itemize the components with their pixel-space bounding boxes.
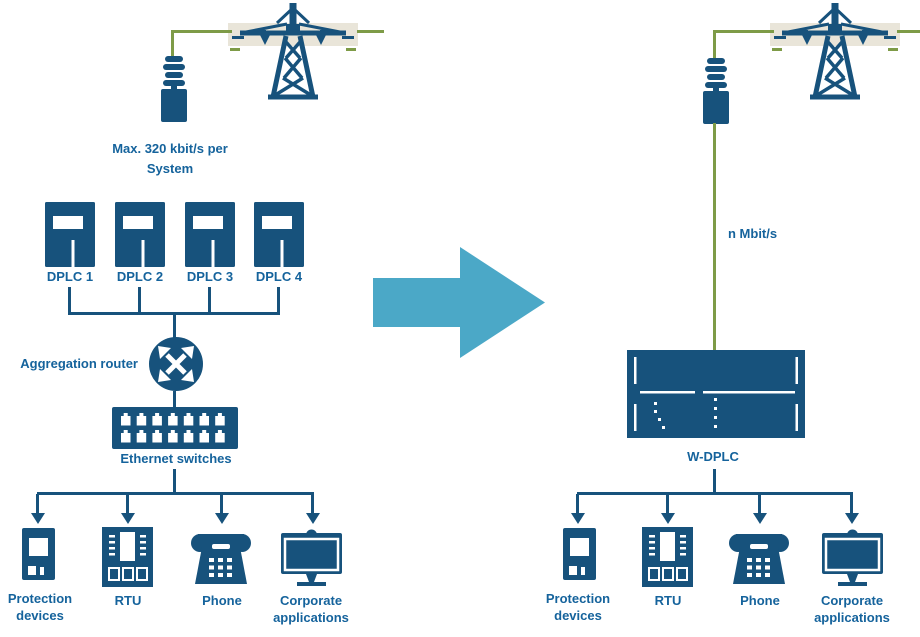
dplc-4-cabinet-icon — [254, 202, 304, 267]
dplc-3-connector — [208, 287, 211, 313]
down-arrow-icon — [661, 513, 675, 524]
down-arrow-icon — [306, 513, 320, 524]
dplc-4-connector — [277, 287, 280, 313]
power-line-right-horizontal — [714, 30, 774, 33]
down-arrow-icon — [215, 513, 229, 524]
rtu-icon — [642, 527, 693, 587]
down-arrow-icon — [753, 513, 767, 524]
wdplc-label: W-DPLC — [687, 449, 739, 464]
phone-label: Phone — [202, 593, 242, 608]
power-line-right-stub — [897, 30, 920, 33]
phone-label: Phone — [740, 593, 780, 608]
dplc-2-connector — [138, 287, 141, 313]
monitor-icon — [281, 529, 342, 587]
down-arrow-line — [666, 494, 669, 514]
power-line-left-stub — [357, 30, 384, 33]
switch-to-distribution-connector — [173, 469, 176, 493]
transmission-tower-right-icon — [770, 0, 900, 105]
bandwidth-label-right: n Mbit/s — [728, 226, 778, 241]
transmission-tower-left-icon — [228, 0, 358, 105]
corporate-applications-label: Corporate applications — [814, 593, 890, 625]
down-arrow-icon — [571, 513, 585, 524]
coupling-capacitor-left-icon — [161, 56, 187, 122]
protection-relay-icon — [563, 528, 596, 580]
rtu-label: RTU — [114, 593, 142, 608]
rtu-icon — [102, 527, 153, 587]
phone-icon — [190, 531, 252, 584]
power-line-left-horizontal — [172, 30, 232, 33]
router-to-switch-connector — [173, 391, 176, 408]
protection-devices-label: Protection devices — [545, 591, 611, 623]
protection-devices-label: Protection devices — [7, 591, 73, 623]
corporate-applications-label: Corporate applications — [273, 593, 349, 625]
down-arrow-line — [36, 494, 39, 514]
transition-arrow-icon — [373, 247, 545, 358]
aggregation-router-icon — [149, 337, 203, 391]
dplc-bus-line — [68, 312, 280, 315]
coupling-capacitor-right-icon — [703, 58, 729, 124]
wdplc-rack-icon — [627, 350, 805, 438]
dplc-2-label: DPLC 2 — [116, 269, 164, 284]
down-arrow-line — [220, 494, 223, 514]
monitor-icon — [822, 529, 883, 587]
down-arrow-icon — [845, 513, 859, 524]
ethernet-switch-label: Ethernet switches — [120, 451, 232, 466]
coax-drop-right-long — [713, 123, 716, 351]
bandwidth-label-left: Max. 320 kbit/s per System — [112, 141, 228, 176]
dplc-3-label: DPLC 3 — [186, 269, 234, 284]
down-arrow-line — [126, 494, 129, 514]
coax-drop-left — [171, 30, 174, 58]
down-arrow-line — [311, 494, 314, 514]
protection-relay-icon — [22, 528, 55, 580]
down-arrow-line — [576, 494, 579, 514]
dplc-4-label: DPLC 4 — [255, 269, 303, 284]
distribution-line-left — [37, 492, 314, 495]
bus-to-router-connector — [173, 314, 176, 338]
dplc-2-cabinet-icon — [115, 202, 165, 267]
rtu-label: RTU — [654, 593, 682, 608]
distribution-line-right — [577, 492, 853, 495]
aggregation-router-label: Aggregation router — [20, 356, 138, 371]
dplc-1-label: DPLC 1 — [46, 269, 94, 284]
dplc-3-cabinet-icon — [185, 202, 235, 267]
dplc-1-cabinet-icon — [45, 202, 95, 267]
down-arrow-icon — [31, 513, 45, 524]
down-arrow-line — [758, 494, 761, 514]
down-arrow-icon — [121, 513, 135, 524]
down-arrow-line — [850, 494, 853, 514]
wdplc-to-distribution-connector — [713, 469, 716, 493]
ethernet-switch-icon — [112, 407, 238, 449]
phone-icon — [728, 531, 790, 584]
dplc-1-connector — [68, 287, 71, 313]
coax-drop-right-top — [713, 30, 716, 60]
